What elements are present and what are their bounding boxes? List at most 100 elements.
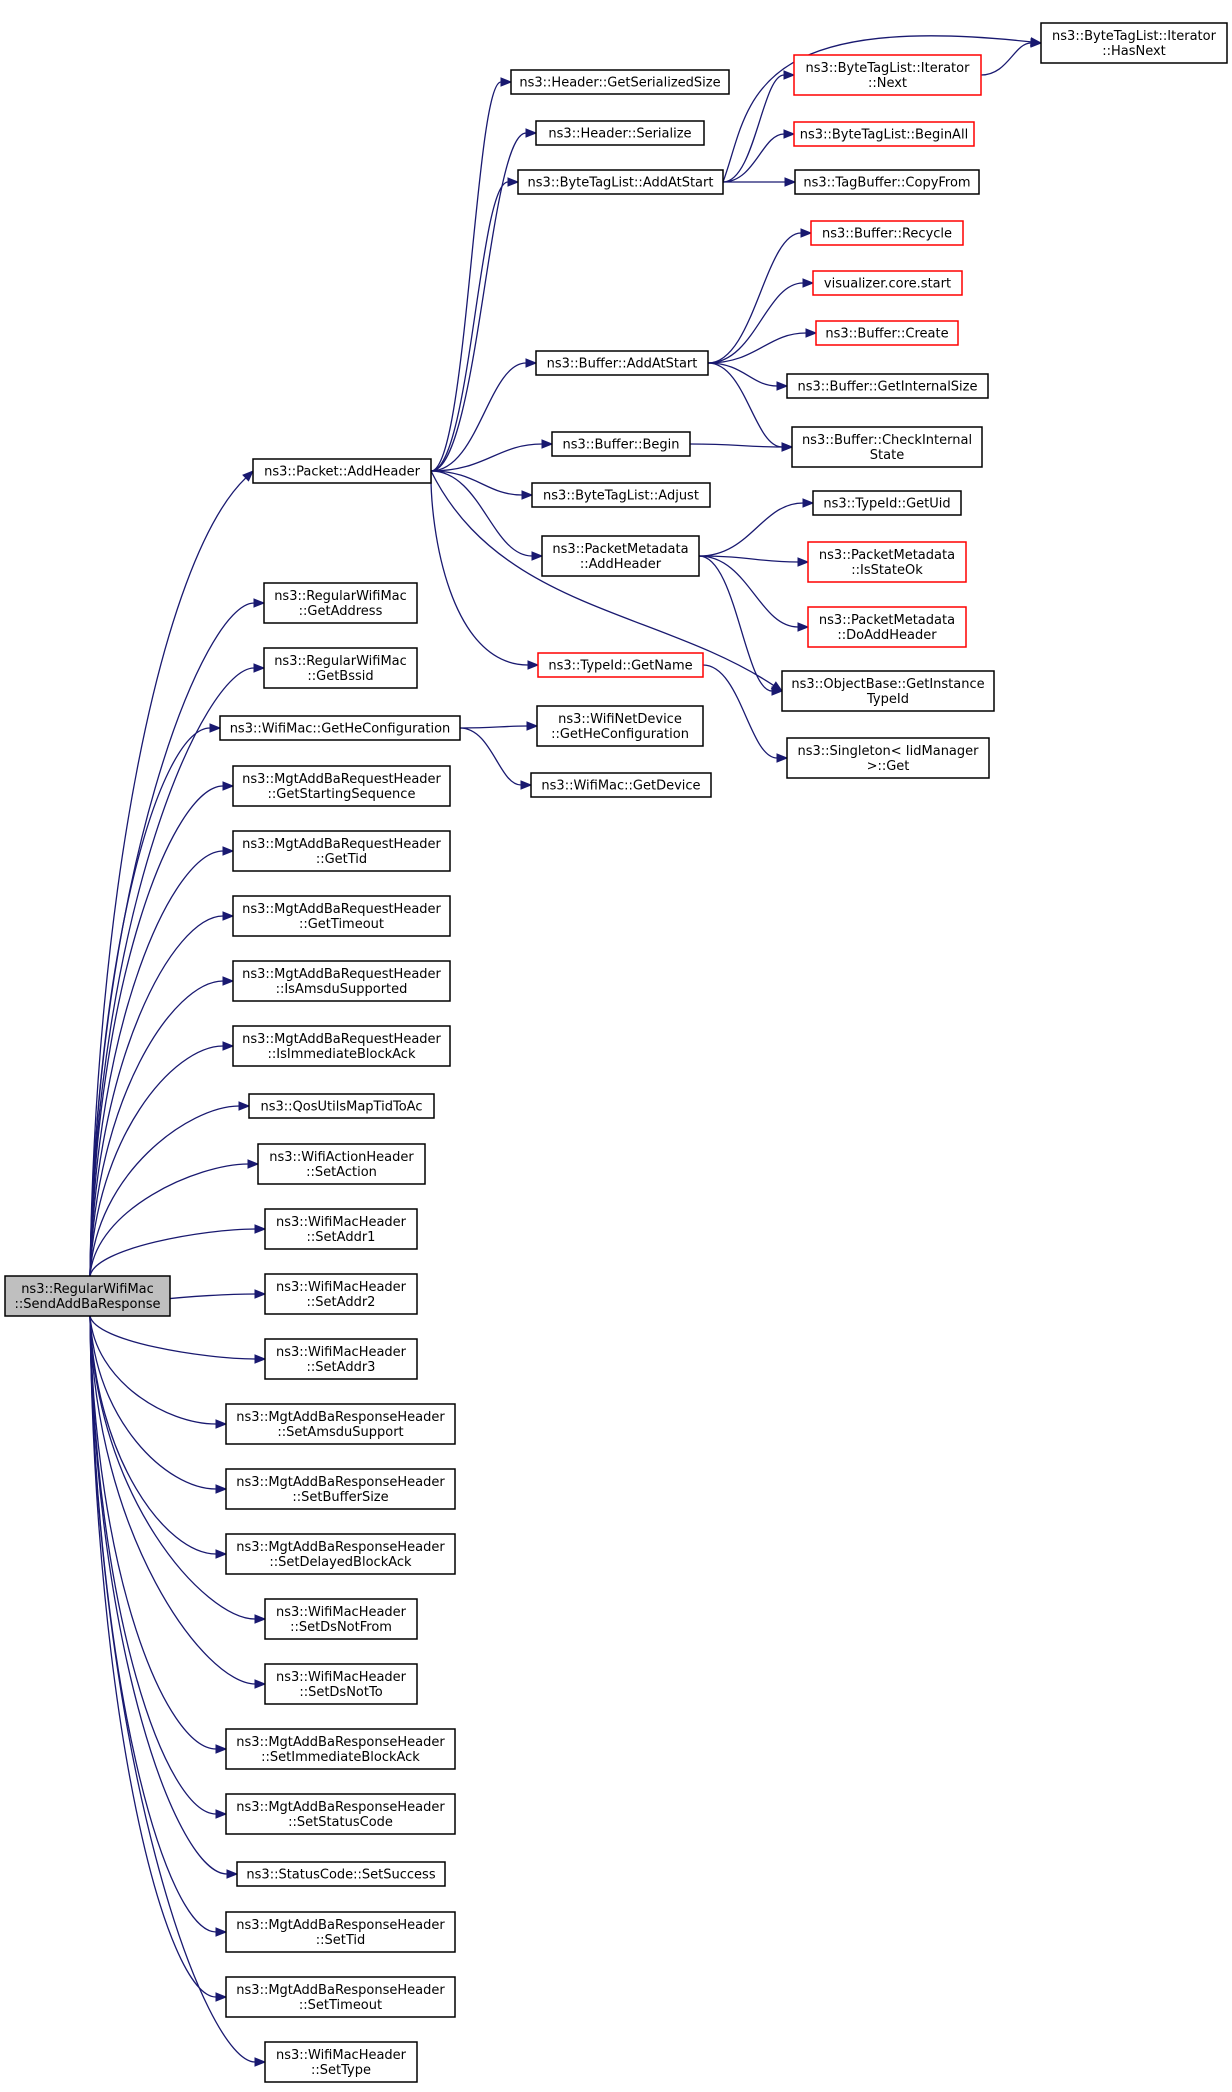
- node-box: [781, 670, 995, 712]
- node-send[interactable]: ns3::RegularWifiMac::SendAddBaResponse: [4, 1275, 171, 1317]
- node-box: [252, 458, 432, 484]
- node-btlBeginAll[interactable]: ns3::ByteTagList::BeginAll: [793, 121, 975, 147]
- node-itHasNext[interactable]: ns3::ByteTagList::Iterator::HasNext: [1040, 22, 1228, 64]
- edge-getHeConf-to-wndGetHeConf: [459, 721, 539, 731]
- node-setDelayed[interactable]: ns3::MgtAddBaResponseHeader::SetDelayedB…: [225, 1533, 456, 1575]
- node-bufAddAtStart[interactable]: ns3::Buffer::AddAtStart: [535, 350, 709, 376]
- node-serialize[interactable]: ns3::Header::Serialize: [535, 120, 705, 146]
- node-setBufSize[interactable]: ns3::MgtAddBaResponseHeader::SetBufferSi…: [225, 1468, 456, 1510]
- node-itNext[interactable]: ns3::ByteTagList::Iterator::Next: [793, 54, 982, 96]
- edge-line: [89, 1105, 240, 1277]
- edge-line: [89, 1315, 256, 2063]
- node-typeGetUid[interactable]: ns3::TypeId::GetUid: [812, 490, 962, 516]
- node-btlAddAtStart[interactable]: ns3::ByteTagList::AddAtStart: [517, 169, 724, 195]
- node-setStatus[interactable]: ns3::MgtAddBaResponseHeader::SetStatusCo…: [225, 1793, 456, 1835]
- arrowhead-icon: [783, 129, 796, 139]
- node-setAddr2[interactable]: ns3::WifiMacHeader::SetAddr2: [264, 1273, 418, 1315]
- node-label: ns3::Buffer::Recycle: [822, 227, 952, 242]
- node-setType[interactable]: ns3::WifiMacHeader::SetType: [264, 2041, 418, 2083]
- node-setAddr1[interactable]: ns3::WifiMacHeader::SetAddr1: [264, 1208, 418, 1250]
- edge-line: [89, 915, 224, 1277]
- edge-line: [89, 602, 255, 1277]
- edge-line: [430, 443, 543, 472]
- node-bufBegin[interactable]: ns3::Buffer::Begin: [551, 431, 691, 457]
- node-setAction[interactable]: ns3::WifiActionHeader::SetAction: [257, 1143, 426, 1185]
- node-label: ns3::MgtAddBaResponseHeader: [236, 1735, 445, 1750]
- node-isImmediate[interactable]: ns3::MgtAddBaRequestHeader::IsImmediateB…: [232, 1025, 451, 1067]
- node-label: >::Get: [867, 759, 910, 774]
- node-label: ::SetTimeout: [299, 1998, 382, 2013]
- node-label: ::GetStartingSequence: [268, 787, 416, 802]
- node-setTimeout[interactable]: ns3::MgtAddBaResponseHeader::SetTimeout: [225, 1976, 456, 2018]
- node-macGetDevice[interactable]: ns3::WifiMac::GetDevice: [530, 772, 712, 798]
- node-label: ::GetAddress: [299, 604, 383, 619]
- arrowhead-icon: [253, 663, 266, 673]
- node-qosMap[interactable]: ns3::QosUtilsMapTidToAc: [248, 1093, 435, 1119]
- edge-layer: [89, 35, 1043, 2067]
- edge-send-to-getHeConf: [89, 723, 222, 1277]
- node-setAmsdu[interactable]: ns3::MgtAddBaResponseHeader::SetAmsduSup…: [225, 1403, 456, 1445]
- edge-line: [698, 555, 799, 563]
- node-tagCopyFrom[interactable]: ns3::TagBuffer::CopyFrom: [794, 169, 980, 195]
- arrowhead-icon: [254, 1354, 267, 1364]
- edge-line: [430, 81, 502, 472]
- arrowhead-icon: [521, 490, 534, 500]
- edge-addHeader-to-btlAdjust: [430, 470, 534, 500]
- node-isAmsdu[interactable]: ns3::MgtAddBaRequestHeader::IsAmsduSuppo…: [232, 960, 451, 1002]
- edge-getHeConf-to-macGetDevice: [459, 727, 533, 790]
- node-btlAdjust[interactable]: ns3::ByteTagList::Adjust: [531, 482, 711, 508]
- node-getAddress[interactable]: ns3::RegularWifiMac::GetAddress: [263, 582, 418, 624]
- node-box: [232, 830, 451, 872]
- node-addHeader[interactable]: ns3::Packet::AddHeader: [252, 458, 432, 484]
- arrowhead-icon: [222, 911, 235, 921]
- node-label: ns3::StatusCode::SetSuccess: [246, 1868, 435, 1883]
- node-getTimeoutReq[interactable]: ns3::MgtAddBaRequestHeader::GetTimeout: [232, 895, 451, 937]
- node-label: ns3::MgtAddBaResponseHeader: [236, 1540, 445, 1555]
- arrowhead-icon: [215, 1809, 228, 1819]
- node-box: [807, 541, 967, 583]
- node-setDsNotTo[interactable]: ns3::WifiMacHeader::SetDsNotTo: [264, 1663, 418, 1705]
- node-pmIsStateOk[interactable]: ns3::PacketMetadata::IsStateOk: [807, 541, 967, 583]
- node-setAddr3[interactable]: ns3::WifiMacHeader::SetAddr3: [264, 1338, 418, 1380]
- node-typeGetName[interactable]: ns3::TypeId::GetName: [537, 652, 704, 678]
- node-label: ::SetDelayedBlockAck: [269, 1555, 412, 1570]
- node-getTidReq[interactable]: ns3::MgtAddBaRequestHeader::GetTid: [232, 830, 451, 872]
- node-wndGetHeConf[interactable]: ns3::WifiNetDevice::GetHeConfiguration: [536, 705, 704, 747]
- node-setDsNotFrom[interactable]: ns3::WifiMacHeader::SetDsNotFrom: [264, 1598, 418, 1640]
- edge-line: [702, 664, 778, 759]
- node-label: ns3::WifiMacHeader: [276, 2048, 407, 2063]
- edge-line: [430, 181, 509, 472]
- node-label: ::IsImmediateBlockAck: [268, 1047, 416, 1062]
- node-setTid[interactable]: ns3::MgtAddBaResponseHeader::SetTid: [225, 1911, 456, 1953]
- edge-line: [89, 785, 224, 1277]
- node-singletonGet[interactable]: ns3::Singleton< IidManager>::Get: [786, 737, 990, 779]
- node-pmAddHeader[interactable]: ns3::PacketMetadata::AddHeader: [541, 535, 700, 577]
- arrowhead-icon: [222, 846, 235, 856]
- edge-line: [89, 1315, 228, 1875]
- node-vizStart[interactable]: visualizer.core.start: [812, 270, 963, 296]
- node-box: [263, 647, 418, 689]
- node-getSerSize[interactable]: ns3::Header::GetSerializedSize: [510, 69, 730, 95]
- node-setImmediate[interactable]: ns3::MgtAddBaResponseHeader::SetImmediat…: [225, 1728, 456, 1770]
- node-bufRecycle[interactable]: ns3::Buffer::Recycle: [810, 220, 964, 246]
- node-box: [225, 1533, 456, 1575]
- node-label: ::GetHeConfiguration: [551, 727, 689, 742]
- node-setSuccess[interactable]: ns3::StatusCode::SetSuccess: [236, 1861, 446, 1887]
- node-getHeConf[interactable]: ns3::WifiMac::GetHeConfiguration: [219, 715, 461, 741]
- arrowhead-icon: [242, 470, 254, 482]
- arrowhead-icon: [253, 598, 266, 608]
- edge-bufBegin-to-bufCheckInternal: [689, 442, 794, 452]
- node-box: [232, 895, 451, 937]
- node-label: ns3::RegularWifiMac: [274, 589, 407, 604]
- node-label: ns3::MgtAddBaResponseHeader: [236, 1800, 445, 1815]
- node-getBssid[interactable]: ns3::RegularWifiMac::GetBssid: [263, 647, 418, 689]
- edge-btlAddAtStart-to-tagCopyFrom: [723, 177, 797, 187]
- node-label: ::AddHeader: [580, 557, 662, 572]
- node-bufGetInternalSize[interactable]: ns3::Buffer::GetInternalSize: [786, 373, 989, 399]
- edge-line: [89, 1315, 217, 1750]
- node-getStartSeq[interactable]: ns3::MgtAddBaRequestHeader::GetStartingS…: [232, 765, 451, 807]
- node-pmDoAddHeader[interactable]: ns3::PacketMetadata::DoAddHeader: [807, 606, 967, 648]
- node-bufCreate[interactable]: ns3::Buffer::Create: [815, 320, 959, 346]
